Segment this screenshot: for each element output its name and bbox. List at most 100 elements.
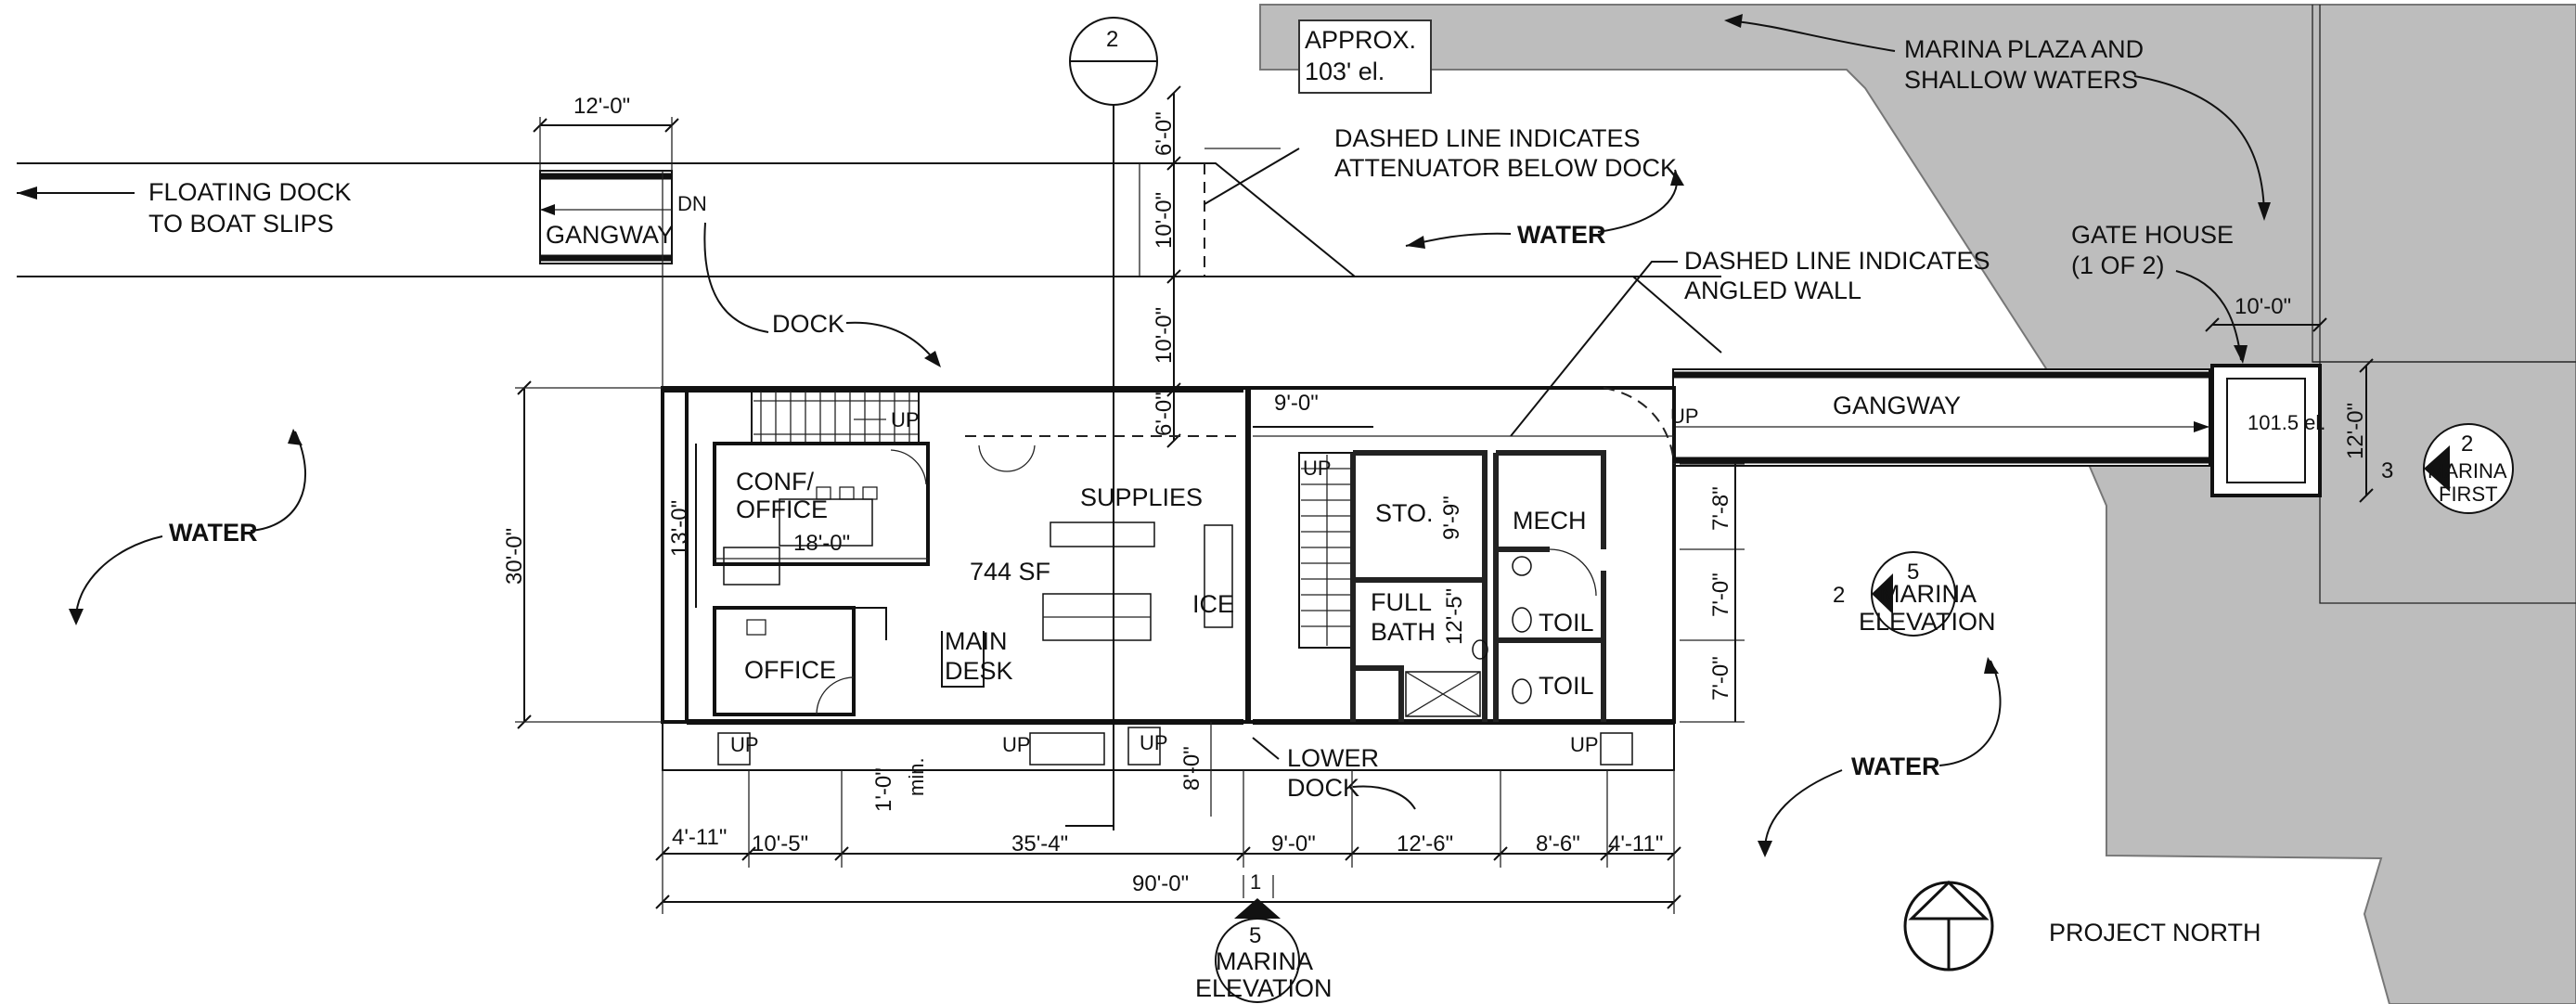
floating-dock-label-2: TO BOAT SLIPS (148, 210, 334, 238)
water-heater (1512, 556, 1532, 576)
marina-first-label: MARINA (2428, 459, 2507, 483)
marina-plaza-land (1259, 4, 2576, 1004)
toil-label-2: TOIL (1539, 672, 1594, 700)
conf-office-room (713, 442, 930, 566)
toil-label-1: TOIL (1539, 609, 1594, 637)
dim-7-0-b: 7'-0" (1708, 656, 1733, 701)
mech-label: MECH (1513, 507, 1587, 534)
ice-label: ICE (1192, 590, 1234, 618)
gatehouse-label-1: GATE HOUSE (2071, 221, 2234, 249)
lower-dock-arrow (1352, 785, 1416, 810)
angled-wall-label-2: ANGLED WALL (1684, 277, 1861, 304)
marina-plaza-label-1: MARINA PLAZA AND (1904, 35, 2144, 63)
arrowhead (1724, 14, 1743, 28)
dim-10-5: 10'-5" (752, 831, 808, 856)
project-north-label: PROJECT NORTH (2049, 919, 2261, 946)
plaza-inner-line-2 (2319, 5, 2576, 604)
marina-first-ref: 3 (2381, 458, 2393, 483)
dim-12-0-top: 12'-0" (573, 94, 630, 119)
double-door-swing (978, 444, 1036, 472)
section-number: 2 (1106, 27, 1118, 52)
dim-7-8: 7'-8" (1708, 486, 1733, 531)
toilet (1512, 607, 1532, 633)
elevation-right-number: 5 (1907, 560, 1919, 585)
dim-10-0-gate: 10'-0" (2235, 294, 2291, 319)
marina-plaza-arrow (1727, 19, 1896, 52)
gangway-right (1672, 368, 2210, 467)
arrowhead (1984, 657, 1999, 674)
full-bath-label-2: BATH (1371, 618, 1436, 646)
dim-tick (2359, 358, 2374, 373)
shower (1405, 671, 1481, 717)
dim-4-11-a: 4'-11" (672, 825, 727, 850)
water-arrow-right-2 (1763, 769, 1843, 855)
up-label-c: UP (1140, 731, 1168, 754)
up-label-a: UP (730, 733, 759, 756)
attenuator-label-1: DASHED LINE INDICATES (1334, 124, 1641, 152)
dim-10-0-a: 10'-0" (1152, 192, 1177, 249)
approx-elevation-box (1298, 19, 1432, 94)
dim-12-5: 12'-5" (1442, 588, 1467, 645)
dock-arrow-2 (703, 222, 769, 333)
water-label-top: WATER (1517, 221, 1606, 249)
door-swing (816, 676, 855, 715)
lower-dock-leader (1252, 737, 1280, 760)
door-swing (890, 449, 927, 485)
dim-9-9: 9'-9" (1439, 496, 1464, 540)
marina-plaza-arrow-2 (2133, 75, 2265, 219)
dim-13-0: 13'-0" (667, 500, 692, 557)
section-cut-end (1065, 825, 1114, 830)
elevation-bottom-label-1: MARINA (1216, 947, 1313, 975)
mech-room (1496, 450, 1606, 549)
step (1127, 727, 1161, 766)
dim-tick (2312, 317, 2327, 332)
step (1029, 732, 1105, 766)
floating-dock-arrowhead (17, 187, 37, 200)
supplies-label: SUPPLIES (1080, 483, 1203, 511)
elevation-bottom-label-2: ELEVATION (1195, 974, 1333, 1002)
dim-tick (2359, 488, 2374, 503)
up-stair: UP (891, 408, 920, 431)
step (1600, 732, 1633, 766)
dim-6-0-b: 6'-0" (1152, 392, 1177, 436)
lower-dock-label-2: DOCK (1287, 774, 1359, 802)
up-label-d: UP (1570, 733, 1599, 756)
ice-machine (1204, 524, 1233, 628)
dim-8-6: 8'-6" (1536, 831, 1580, 856)
dn-label: DN (677, 192, 707, 215)
arrowhead (1406, 236, 1425, 249)
interior-stair (1298, 452, 1356, 649)
elevation-right-label-1: MARINA (1879, 580, 1977, 608)
floating-dock-label-1: FLOATING DOCK (148, 178, 352, 206)
water-label-left: WATER (169, 519, 258, 547)
marina-plaza-label-2: SHALLOW WATERS (1904, 66, 2138, 94)
dim-30-0: 30'-0" (502, 528, 527, 585)
arrowhead (2258, 202, 2271, 221)
main-desk (941, 631, 985, 688)
office-label: OFFICE (744, 656, 836, 684)
gangway-left (539, 170, 673, 264)
door-swing (1549, 548, 1597, 597)
gate-house-inner (2226, 378, 2306, 483)
min-label: min. (905, 757, 928, 796)
dim-7-0-a: 7'-0" (1708, 573, 1733, 617)
elevation-bottom-number: 5 (1249, 923, 1261, 948)
dim-12-0-gate: 12'-0" (2343, 403, 2368, 459)
toilet (1512, 678, 1532, 704)
angled-wall-dashed (1603, 387, 1675, 465)
gangway-left-arrowhead (540, 204, 555, 215)
office-desk (723, 547, 780, 586)
arrowhead (1670, 170, 1684, 186)
full-bath-label-1: FULL (1371, 588, 1432, 616)
water-label-right: WATER (1851, 753, 1940, 780)
arrowhead (924, 351, 941, 367)
elevation-bottom-ref: 1 (1250, 870, 1261, 894)
chair (816, 486, 831, 500)
angled-wall-label-1: DASHED LINE INDICATES (1684, 247, 1990, 275)
bath-wall (1350, 580, 1404, 722)
up-label-b: UP (1002, 733, 1031, 756)
area-label: 744 SF (970, 558, 1050, 586)
main-desk-label-2: DESK (945, 657, 1013, 685)
marina-first-number: 2 (2461, 431, 2473, 457)
